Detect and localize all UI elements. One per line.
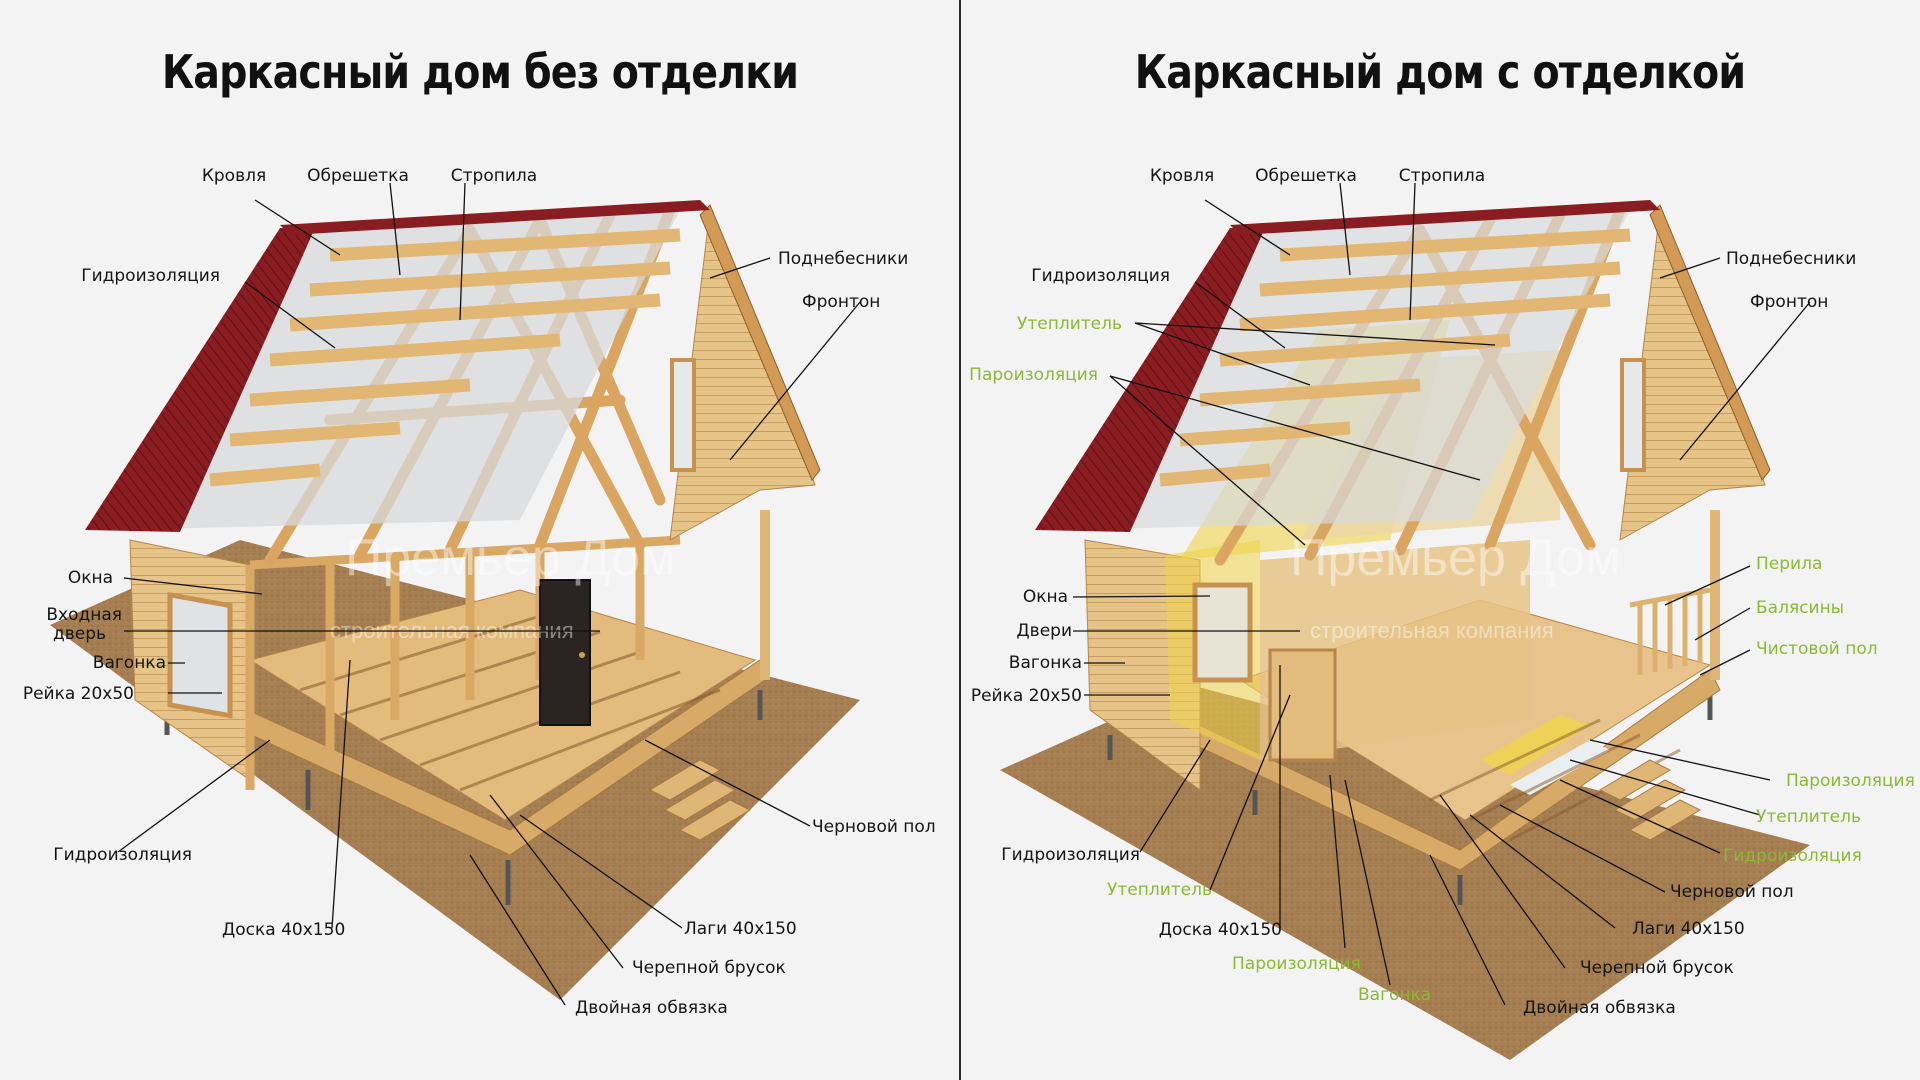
label-gidroizolyaciya-roof: Гидроизоляция	[81, 266, 220, 286]
gable-window	[1620, 358, 1646, 472]
porch-stairs	[1598, 759, 1702, 841]
left-wall-window	[167, 592, 233, 719]
label-podnebesniki: Поднебесники	[1726, 249, 1857, 269]
label-obreshetka: Обрешетка	[1255, 166, 1357, 186]
label-paroizolyaciya-floor: Пароизоляция	[1786, 771, 1915, 791]
leader-lines-right	[1072, 182, 1811, 1006]
panel-divider	[959, 0, 961, 1080]
left-wall-window	[1192, 582, 1253, 683]
label-dvoynaya-obvyazka: Двойная обвязка	[1523, 998, 1676, 1018]
label-chernovoy-pol: Черновой пол	[812, 817, 936, 837]
label-obreshetka: Обрешетка	[307, 166, 409, 186]
house-without-finish	[50, 200, 860, 1000]
watermark-brand: Премьер Дом	[345, 529, 676, 587]
label-chistovoy-pol: Чистовой пол	[1756, 639, 1878, 659]
label-okna: Окна	[1022, 587, 1068, 607]
label-vagonka: Вагонка	[92, 653, 166, 673]
label-balyasiny: Балясины	[1756, 598, 1845, 618]
watermark-tagline: строительная компания	[1310, 618, 1554, 643]
label-krovlya: Кровля	[201, 166, 267, 186]
roof-ridge	[280, 200, 710, 235]
leader-lines-left	[117, 182, 861, 1006]
label-lagi: Лаги 40x150	[684, 919, 797, 939]
label-podnebesniki: Поднебесники	[778, 249, 909, 269]
label-cherepnoy-brusok: Черепной брусок	[1580, 958, 1734, 978]
label-stropila: Стропила	[1398, 166, 1486, 186]
house-with-finish	[1000, 200, 1810, 1060]
floor-deck	[248, 589, 757, 821]
label-gidroizolyaciya-roof: Гидроизоляция	[1031, 266, 1170, 286]
label-vhodnaya-dver-2: дверь	[53, 624, 107, 644]
watermark-brand: Премьер Дом	[1290, 529, 1621, 587]
label-vagonka-inner: Вагонка	[1358, 985, 1432, 1005]
label-uteplitel-roof: Утеплитель	[1017, 314, 1122, 334]
label-doska: Доска 40x150	[1158, 920, 1282, 940]
label-dvoynaya-obvyazka: Двойная обвязка	[575, 998, 728, 1018]
roof-covering	[85, 228, 315, 532]
label-dveri: Двери	[1016, 621, 1072, 641]
title-without-finish: Каркасный дом без отделки	[161, 45, 799, 99]
watermark-right: Премьер Дом строительная компания	[1290, 529, 1621, 643]
roof-battens	[1159, 228, 1631, 487]
title-with-finish: Каркасный дом с отделкой	[1134, 45, 1746, 99]
label-paroizolyaciya-wall: Пароизоляция	[1232, 954, 1361, 974]
gable-window	[670, 358, 696, 472]
label-reyka: Рейка 20x50	[970, 686, 1082, 706]
label-reyka: Рейка 20x50	[22, 684, 134, 704]
label-doska: Доска 40x150	[222, 920, 346, 940]
label-gidroizolyaciya-base: Гидроизоляция	[53, 845, 192, 865]
floor-insulation	[1480, 715, 1610, 795]
roof-covering	[1035, 228, 1265, 532]
label-vhodnaya-dver-1: Входная	[46, 605, 122, 625]
interior-door	[1268, 648, 1337, 762]
label-vagonka: Вагонка	[1008, 653, 1082, 673]
roof-ridge	[1230, 200, 1660, 235]
roof-fascia	[699, 204, 821, 481]
label-perila: Перила	[1756, 554, 1823, 574]
label-uteplitel-wall: Утеплитель	[1107, 880, 1212, 900]
label-okna: Окна	[67, 568, 113, 588]
label-paroizolyaciya-roof: Пароизоляция	[969, 365, 1098, 385]
label-gidroizolyaciya-base: Гидроизоляция	[1001, 845, 1140, 865]
label-stropila: Стропила	[450, 166, 538, 186]
label-cherepnoy-brusok: Черепной брусок	[632, 958, 786, 978]
ground-plot	[1000, 685, 1810, 1060]
label-fronton: Фронтон	[1750, 292, 1829, 312]
porch-railing	[1629, 587, 1711, 675]
roof-battens	[209, 228, 681, 487]
door-handle	[579, 652, 585, 658]
label-fronton: Фронтон	[802, 292, 881, 312]
label-krovlya: Кровля	[1149, 166, 1215, 186]
label-uteplitel-floor: Утеплитель	[1756, 807, 1861, 827]
roof-fascia	[1649, 204, 1771, 481]
label-gidroizolyaciya-floor: Гидроизоляция	[1723, 846, 1862, 866]
label-lagi: Лаги 40x150	[1632, 919, 1745, 939]
label-chernovoy-pol: Черновой пол	[1670, 882, 1794, 902]
